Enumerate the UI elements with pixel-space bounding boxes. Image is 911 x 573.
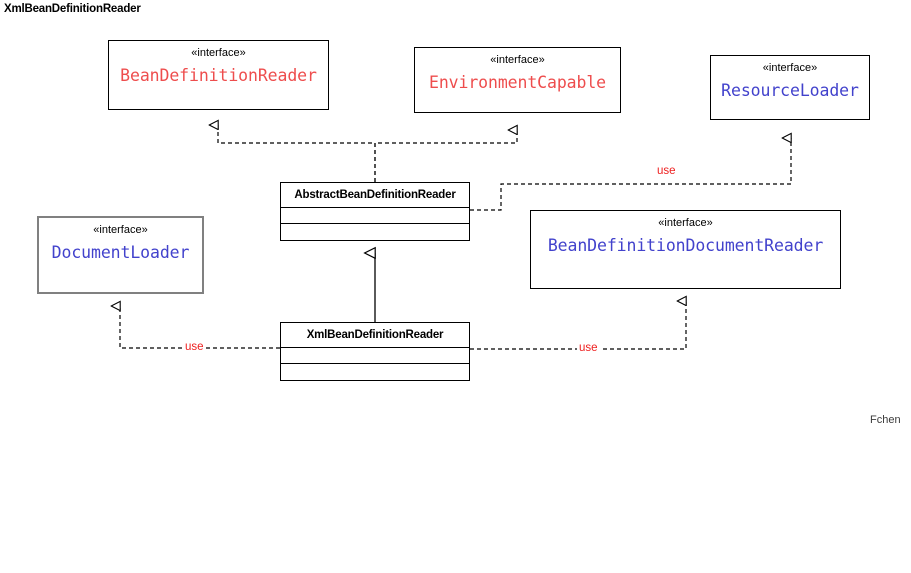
node-resource-loader[interactable]: «interface» ResourceLoader bbox=[710, 55, 870, 120]
watermark-text: Fchen bbox=[870, 414, 901, 426]
node-title-environment-capable: EnvironmentCapable bbox=[428, 73, 606, 92]
node-abstract-bean-definition-reader[interactable]: AbstractBeanDefinitionReader bbox=[280, 182, 470, 241]
node-attributes-compartment-abstract-bean-definition-reader bbox=[281, 208, 469, 224]
node-bean-definition-document-reader[interactable]: «interface» BeanDefinitionDocumentReader bbox=[530, 210, 841, 289]
stereotype-label-environment-capable: «interface» bbox=[490, 54, 545, 66]
node-title-bean-definition-reader: BeanDefinitionReader bbox=[120, 66, 317, 85]
stereotype-label-bean-definition-reader: «interface» bbox=[191, 47, 246, 59]
node-title-compartment-xml-bean-definition-reader: XmlBeanDefinitionReader bbox=[281, 323, 469, 348]
node-environment-capable[interactable]: «interface» EnvironmentCapable bbox=[414, 47, 621, 113]
node-document-loader[interactable]: «interface» DocumentLoader bbox=[37, 216, 204, 294]
stereotype-label-document-loader: «interface» bbox=[93, 224, 148, 236]
node-operations-compartment-abstract-bean-definition-reader bbox=[281, 224, 469, 240]
node-title-xml-bean-definition-reader: XmlBeanDefinitionReader bbox=[306, 329, 444, 341]
node-bean-definition-reader[interactable]: «interface» BeanDefinitionReader bbox=[108, 40, 329, 110]
stereotype-label-bean-definition-document-reader: «interface» bbox=[658, 217, 713, 229]
stereotype-label-resource-loader: «interface» bbox=[762, 62, 818, 74]
node-title-document-loader: DocumentLoader bbox=[51, 243, 190, 262]
node-title-resource-loader: ResourceLoader bbox=[721, 81, 859, 100]
edge-label-use-bean-definition-document-reader: use bbox=[577, 342, 600, 354]
edge-label-use-document-loader: use bbox=[183, 341, 206, 353]
node-title-compartment-abstract-bean-definition-reader: AbstractBeanDefinitionReader bbox=[281, 183, 469, 208]
node-attributes-compartment-xml-bean-definition-reader bbox=[281, 348, 469, 364]
node-operations-compartment-xml-bean-definition-reader bbox=[281, 364, 469, 380]
edge-abs-uses-resource-loader bbox=[470, 138, 791, 211]
edge-abs-implements-bean-definition-reader bbox=[218, 125, 376, 182]
edge-label-use-resource-loader: use bbox=[655, 165, 678, 177]
node-xml-bean-definition-reader[interactable]: XmlBeanDefinitionReader bbox=[280, 322, 470, 381]
node-title-bean-definition-document-reader: BeanDefinitionDocumentReader bbox=[547, 236, 824, 255]
page-title: XmlBeanDefinitionReader bbox=[4, 3, 141, 15]
node-title-abstract-bean-definition-reader: AbstractBeanDefinitionReader bbox=[294, 189, 456, 201]
edge-abs-implements-environment-capable bbox=[374, 130, 517, 182]
